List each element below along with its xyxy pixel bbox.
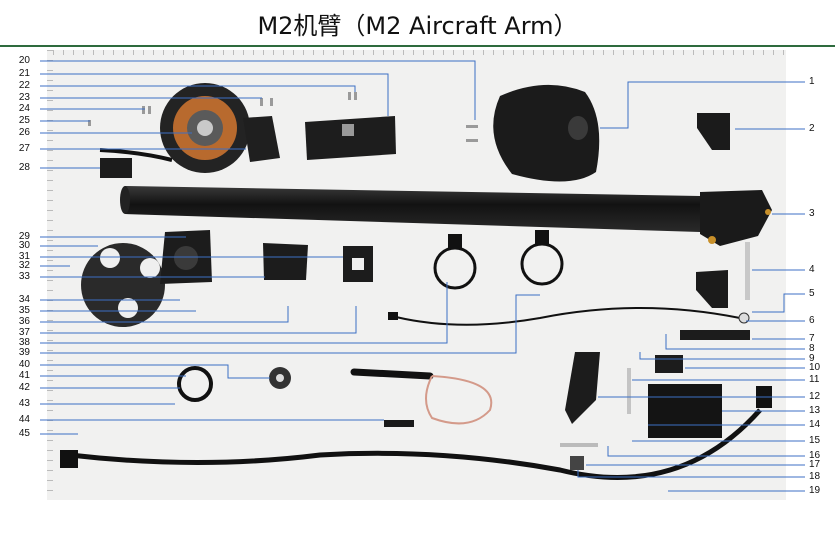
callout-2: 2: [809, 123, 815, 134]
callout-13: 13: [809, 405, 821, 416]
callout-3: 3: [809, 208, 815, 219]
callout-29: 29: [18, 231, 30, 242]
callout-38: 38: [18, 337, 30, 348]
callout-44: 44: [18, 414, 30, 425]
plate-4: [696, 270, 728, 308]
esc-module: [305, 116, 396, 160]
photo-ruler-top: [53, 50, 786, 55]
antenna: [350, 368, 434, 380]
callout-35: 35: [18, 305, 30, 316]
callout-27: 27: [18, 143, 30, 154]
photo-ruler-left: [47, 50, 53, 500]
callout-17: 17: [809, 459, 821, 470]
callout-32: 32: [18, 260, 30, 271]
callout-24: 24: [18, 103, 30, 114]
callout-36: 36: [18, 316, 30, 327]
callout-19: 19: [809, 485, 821, 496]
callout-20: 20: [18, 55, 30, 66]
callout-12: 12: [809, 391, 821, 402]
page-title: M2机臂（M2 Aircraft Arm）: [257, 12, 578, 40]
band-clamp-38: [433, 246, 477, 290]
callout-28: 28: [18, 162, 30, 173]
callout-8: 8: [809, 343, 815, 354]
parts-layer: [60, 83, 772, 480]
callout-45: 45: [18, 428, 30, 439]
callout-39: 39: [18, 347, 30, 358]
callout-23: 23: [18, 92, 30, 103]
callout-6: 6: [809, 315, 815, 326]
arm-tube: [125, 186, 700, 232]
callout-33: 33: [18, 271, 30, 282]
callout-31: 31: [18, 251, 30, 262]
rod-11: [627, 368, 631, 414]
block-28: [100, 158, 132, 178]
callout-4: 4: [809, 264, 815, 275]
callout-5: 5: [809, 288, 815, 299]
antenna-cable: [425, 375, 493, 425]
pin-4: [745, 242, 750, 300]
callout-16: 16: [809, 450, 821, 461]
callout-21: 21: [18, 68, 30, 79]
plate-2: [697, 113, 730, 150]
title-divider: [0, 45, 835, 47]
callout-10: 10: [809, 362, 821, 373]
callout-26: 26: [18, 127, 30, 138]
connector-44: [384, 420, 414, 427]
arm-tube-end: [120, 186, 130, 214]
landing-foot: [565, 352, 600, 424]
callout-37: 37: [18, 327, 30, 338]
callout-9: 9: [809, 353, 815, 364]
clamp-ring: [177, 366, 213, 402]
callout-22: 22: [18, 80, 30, 91]
callout-40: 40: [18, 359, 30, 370]
callout-1: 1: [809, 76, 815, 87]
callout-14: 14: [809, 419, 821, 430]
callout-15: 15: [809, 435, 821, 446]
callout-41: 41: [18, 370, 30, 381]
callout-18: 18: [809, 471, 821, 482]
arm-clamp: [263, 243, 308, 280]
arm-joint: [700, 190, 772, 246]
leader-lines: [40, 60, 805, 492]
callout-7: 7: [809, 333, 815, 344]
power-harness: [69, 408, 762, 480]
callout-34: 34: [18, 294, 30, 305]
foam-pad: [648, 384, 722, 438]
arm-cover: [493, 84, 600, 182]
clip-10: [655, 355, 683, 373]
sensor-cable: [395, 307, 741, 326]
callout-11: 11: [809, 374, 820, 385]
motor-bracket: [243, 116, 280, 162]
callout-25: 25: [18, 115, 30, 126]
strap-7: [680, 330, 750, 340]
callout-43: 43: [18, 398, 30, 409]
callout-30: 30: [18, 240, 30, 251]
band-clamp-39: [520, 242, 564, 286]
callout-42: 42: [18, 382, 30, 393]
